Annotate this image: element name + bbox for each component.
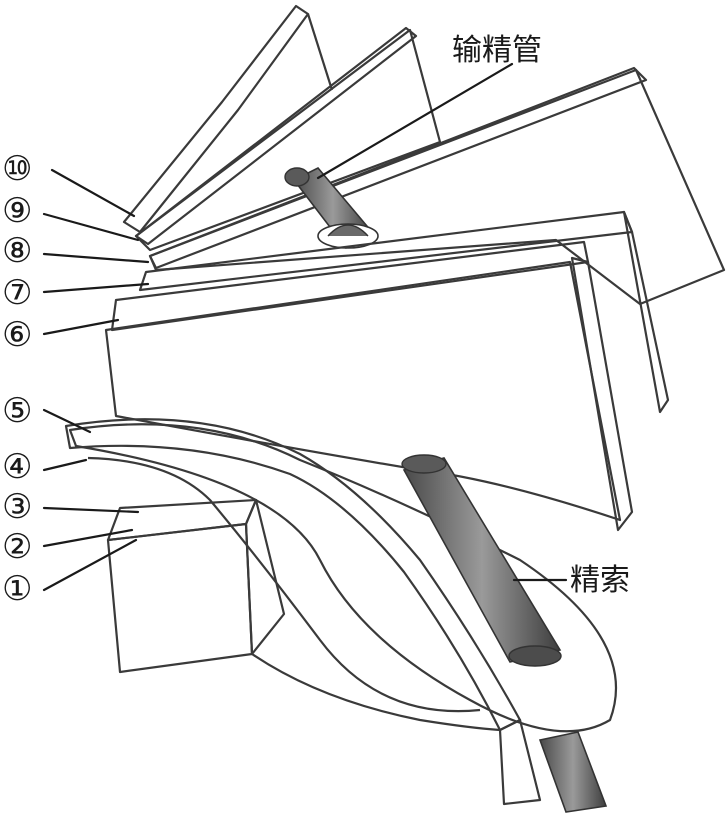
layer-4-5-curved-tunic <box>64 418 618 806</box>
leader-8 <box>42 252 150 264</box>
vas-deferens-rod <box>284 167 379 250</box>
layer-number-7: ⑦ <box>2 273 32 313</box>
leader-5 <box>42 408 92 434</box>
layer-6-7-slab <box>104 210 670 532</box>
leader-3 <box>42 506 140 514</box>
label-vas-deferens: 输精管 <box>452 33 542 68</box>
leader-9 <box>42 212 140 242</box>
layer-number-9: ⑨ <box>2 191 32 231</box>
layer-number-2: ② <box>2 527 32 567</box>
layer-number-4: ④ <box>2 447 32 487</box>
layer-number-8: ⑧ <box>2 231 32 271</box>
leader-2 <box>42 528 134 548</box>
leader-vas-deferens <box>316 62 514 180</box>
layer-number-3: ③ <box>2 487 32 527</box>
leader-lines <box>42 62 568 592</box>
leader-7 <box>42 282 150 294</box>
layer-9-panel <box>134 26 442 252</box>
layer-8-sheet <box>148 66 726 306</box>
layer-number-6: ⑥ <box>2 315 32 355</box>
layer-1-3-skin-block <box>106 498 501 732</box>
label-spermatic-cord: 精索 <box>570 563 630 598</box>
leader-4 <box>42 458 88 472</box>
leader-6 <box>42 318 120 336</box>
layer-number-5: ⑤ <box>2 391 32 431</box>
leader-1 <box>42 538 138 592</box>
leader-10 <box>50 168 136 218</box>
layer-number-1: ① <box>2 569 32 609</box>
layer-number-10: ⑩ <box>2 149 32 189</box>
spermatic-cord-rod <box>401 454 608 813</box>
